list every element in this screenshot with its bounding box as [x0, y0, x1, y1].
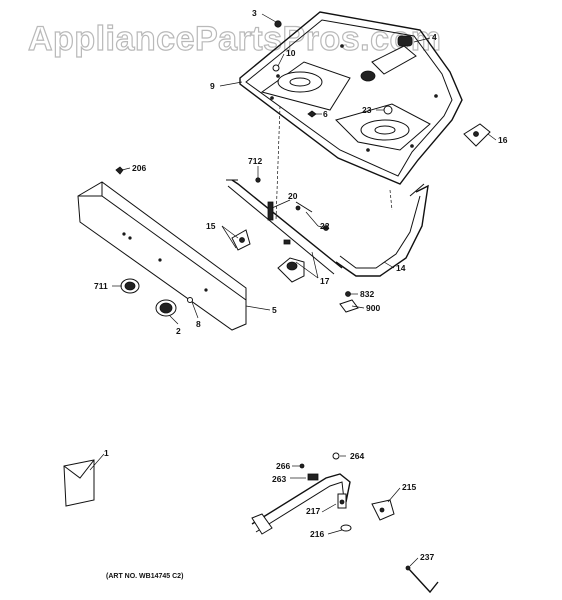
regulator-part-17: [277, 257, 305, 283]
callout-3: 3: [252, 8, 257, 18]
art-number: (ART NO. WB14745 C2): [106, 573, 183, 580]
valve-assembly-part-15: [231, 229, 251, 251]
bracket-part-16: [463, 123, 491, 147]
burner-box-frame: [239, 11, 463, 185]
washer-part-216: [340, 524, 352, 532]
callout-15: 15: [206, 221, 216, 231]
callout-4: 4: [432, 32, 437, 42]
callout-264: 264: [350, 451, 364, 461]
fitting-part-263: [307, 473, 319, 481]
orifice-part-23: [383, 105, 393, 115]
callout-17: 17: [320, 276, 330, 286]
burner-head-part: [360, 35, 417, 82]
callout-2: 2: [176, 326, 181, 336]
washer-part-10: [272, 64, 280, 72]
callout-23: 23: [362, 105, 372, 115]
tube-part-217: [251, 473, 351, 535]
callout-8: 8: [196, 319, 201, 329]
callout-711: 711: [94, 281, 108, 291]
manifold-bar: [226, 179, 343, 275]
callout-1: 1: [104, 448, 109, 458]
clip-part-832: [345, 291, 351, 297]
callout-215: 215: [402, 482, 416, 492]
burner-bowl-upper: [277, 71, 323, 93]
bracket-part-215: [371, 499, 395, 521]
burner-bowl-lower: [360, 119, 410, 141]
bracket-part-900: [339, 299, 359, 313]
callout-712: 712: [248, 156, 262, 166]
callout-206: 206: [132, 163, 146, 173]
callout-832: 832: [360, 289, 374, 299]
callout-9: 9: [210, 81, 215, 91]
callout-20: 20: [288, 191, 298, 201]
screw-part-206: [115, 166, 124, 175]
screw-part-3: [274, 20, 282, 28]
callout-5: 5: [272, 305, 277, 315]
leader-lines: [89, 13, 497, 567]
callout-14: 14: [396, 263, 406, 273]
fitting-part-264: [332, 452, 340, 460]
watermark-text: AppliancePartsPros.com: [28, 20, 441, 58]
manifold-tube-part-14: [335, 183, 429, 277]
callout-900: 900: [366, 303, 380, 313]
callout-10: 10: [286, 48, 296, 58]
callout-16: 16: [498, 135, 508, 145]
valve-part-20: [267, 201, 274, 221]
callout-263: 263: [272, 474, 286, 484]
screw-part-712: [255, 177, 261, 183]
control-panel-part-5: [77, 181, 247, 331]
fitting-part-266: [299, 463, 305, 469]
callout-22: 22: [320, 221, 330, 231]
callout-217: 217: [306, 506, 320, 516]
literature-part-1: [63, 459, 95, 507]
callout-237: 237: [420, 552, 434, 562]
knob-part-2: [155, 299, 177, 317]
wire-part-237: [405, 565, 439, 594]
spring-part-8: [187, 297, 193, 303]
callout-216: 216: [310, 529, 324, 539]
callout-6: 6: [323, 109, 328, 119]
callout-266: 266: [276, 461, 290, 471]
knob-part-711: [120, 278, 140, 294]
